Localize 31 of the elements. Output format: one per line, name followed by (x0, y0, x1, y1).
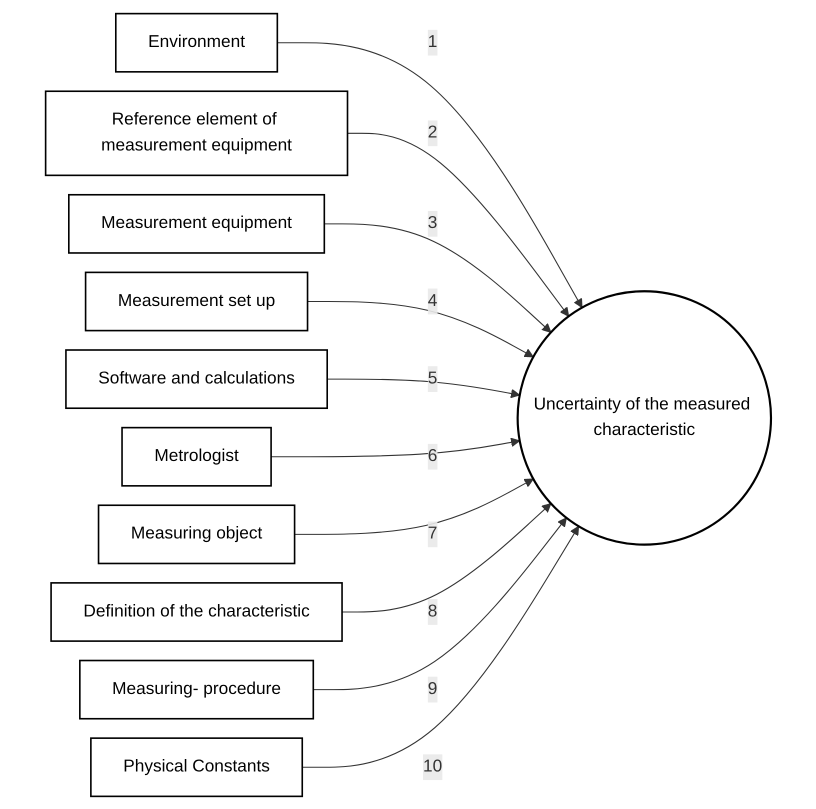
node-box: Measuring- procedure (78, 659, 314, 720)
edge-label: 4 (427, 291, 438, 310)
edge-label: 6 (427, 446, 438, 465)
node-circle: Uncertainty of the measured characteristic (516, 290, 772, 546)
arrow (324, 222, 552, 332)
edge-label: 9 (427, 679, 438, 698)
arrow (307, 300, 534, 357)
edge-label: 3 (427, 214, 438, 232)
arrow (342, 502, 552, 612)
node-box: Definition of the characteristic (50, 582, 343, 642)
arrow (326, 378, 520, 398)
arrow (302, 525, 579, 768)
edge-label: 7 (427, 524, 438, 542)
node-box: Metrologist (120, 426, 272, 486)
node-box: Physical Constants (90, 736, 303, 797)
edge-label: 8 (427, 602, 438, 620)
node-box: Software and calculations (64, 348, 328, 409)
arrow (294, 478, 534, 534)
edge-label: 10 (422, 757, 442, 776)
arrow (347, 132, 569, 316)
edge-label: 2 (427, 123, 438, 142)
node-box: Measurement equipment (68, 193, 325, 254)
node-box: Reference element of measurement equipment (44, 90, 348, 176)
arrow (270, 437, 520, 457)
edge-label: 1 (427, 32, 438, 51)
node-box: Measurement set up (84, 271, 308, 331)
edge-label: 5 (427, 368, 438, 388)
node-box: Measuring object (97, 504, 296, 564)
arrow (277, 42, 582, 308)
node-box: Environment (114, 12, 278, 72)
arrow (312, 516, 567, 690)
